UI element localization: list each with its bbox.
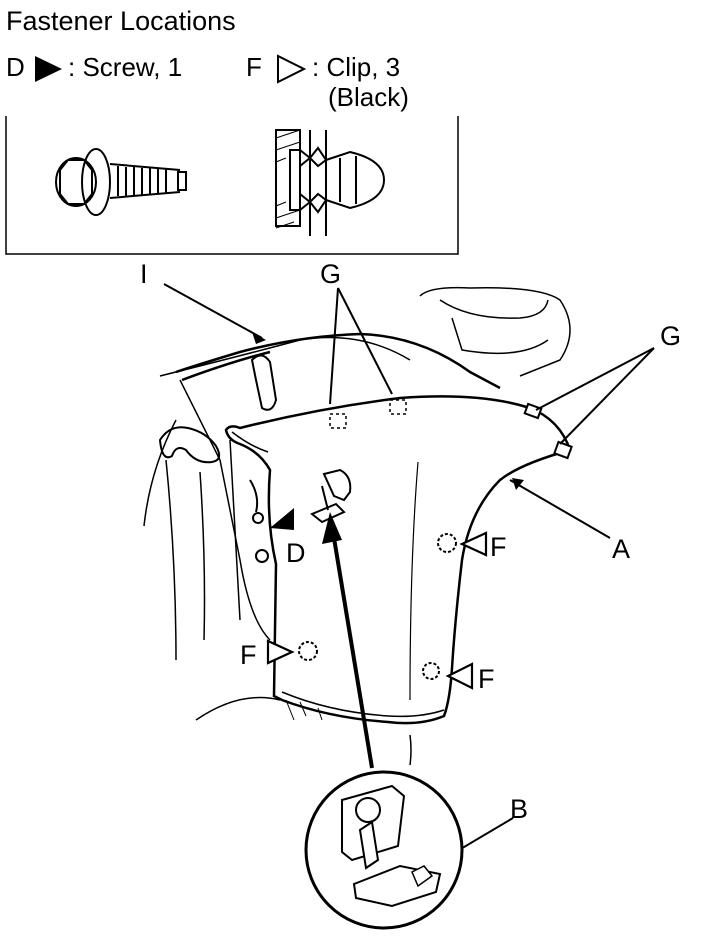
callout-a: A bbox=[612, 534, 630, 564]
leader-i-arrowhead bbox=[252, 332, 266, 344]
clip-illustration bbox=[275, 129, 386, 236]
callout-f-upper-right: F bbox=[490, 532, 507, 562]
detail-circle-b bbox=[304, 770, 464, 930]
leader-lines bbox=[163, 283, 655, 867]
clip-f-upper-right-outline-triangle-icon bbox=[459, 531, 488, 557]
callout-i: I bbox=[140, 259, 148, 289]
diagram-title: Fastener Locations bbox=[6, 6, 236, 36]
trim-panel-a bbox=[224, 395, 572, 725]
callout-f-lower-right: F bbox=[478, 664, 495, 694]
legend-clip-subtext: (Black) bbox=[328, 82, 409, 112]
legend-screw-letter: D bbox=[6, 52, 25, 82]
hook-b-on-panel bbox=[310, 468, 352, 524]
legend-screw-text: : Screw, 1 bbox=[68, 52, 182, 82]
pillar-detail bbox=[158, 354, 278, 563]
screw-filled-triangle-icon bbox=[35, 56, 62, 82]
callout-g-top: G bbox=[320, 259, 341, 289]
clip-symbols bbox=[298, 533, 457, 680]
legend-clip-text: : Clip, 3 bbox=[312, 52, 400, 82]
leader-a-arrowhead bbox=[512, 478, 524, 490]
clip-g-right-parts bbox=[523, 402, 573, 460]
callout-g-right: G bbox=[660, 321, 681, 351]
callout-b: B bbox=[510, 794, 528, 824]
clip-f-lower-right-outline-triangle-icon bbox=[445, 662, 474, 690]
callout-d: D bbox=[286, 538, 306, 568]
clip-f-left-outline-triangle-icon bbox=[266, 639, 295, 665]
detail-pointer-arrow bbox=[322, 512, 374, 769]
callout-f-left: F bbox=[240, 640, 257, 670]
screw-d-filled-triangle-icon bbox=[270, 508, 294, 530]
hidden-clip-markers bbox=[329, 399, 407, 429]
legend-clip-letter: F bbox=[246, 52, 262, 82]
legend-frame bbox=[5, 116, 459, 255]
upper-trim-i bbox=[175, 332, 501, 390]
screw-illustration bbox=[55, 148, 187, 216]
clip-outline-triangle-icon bbox=[277, 54, 307, 84]
